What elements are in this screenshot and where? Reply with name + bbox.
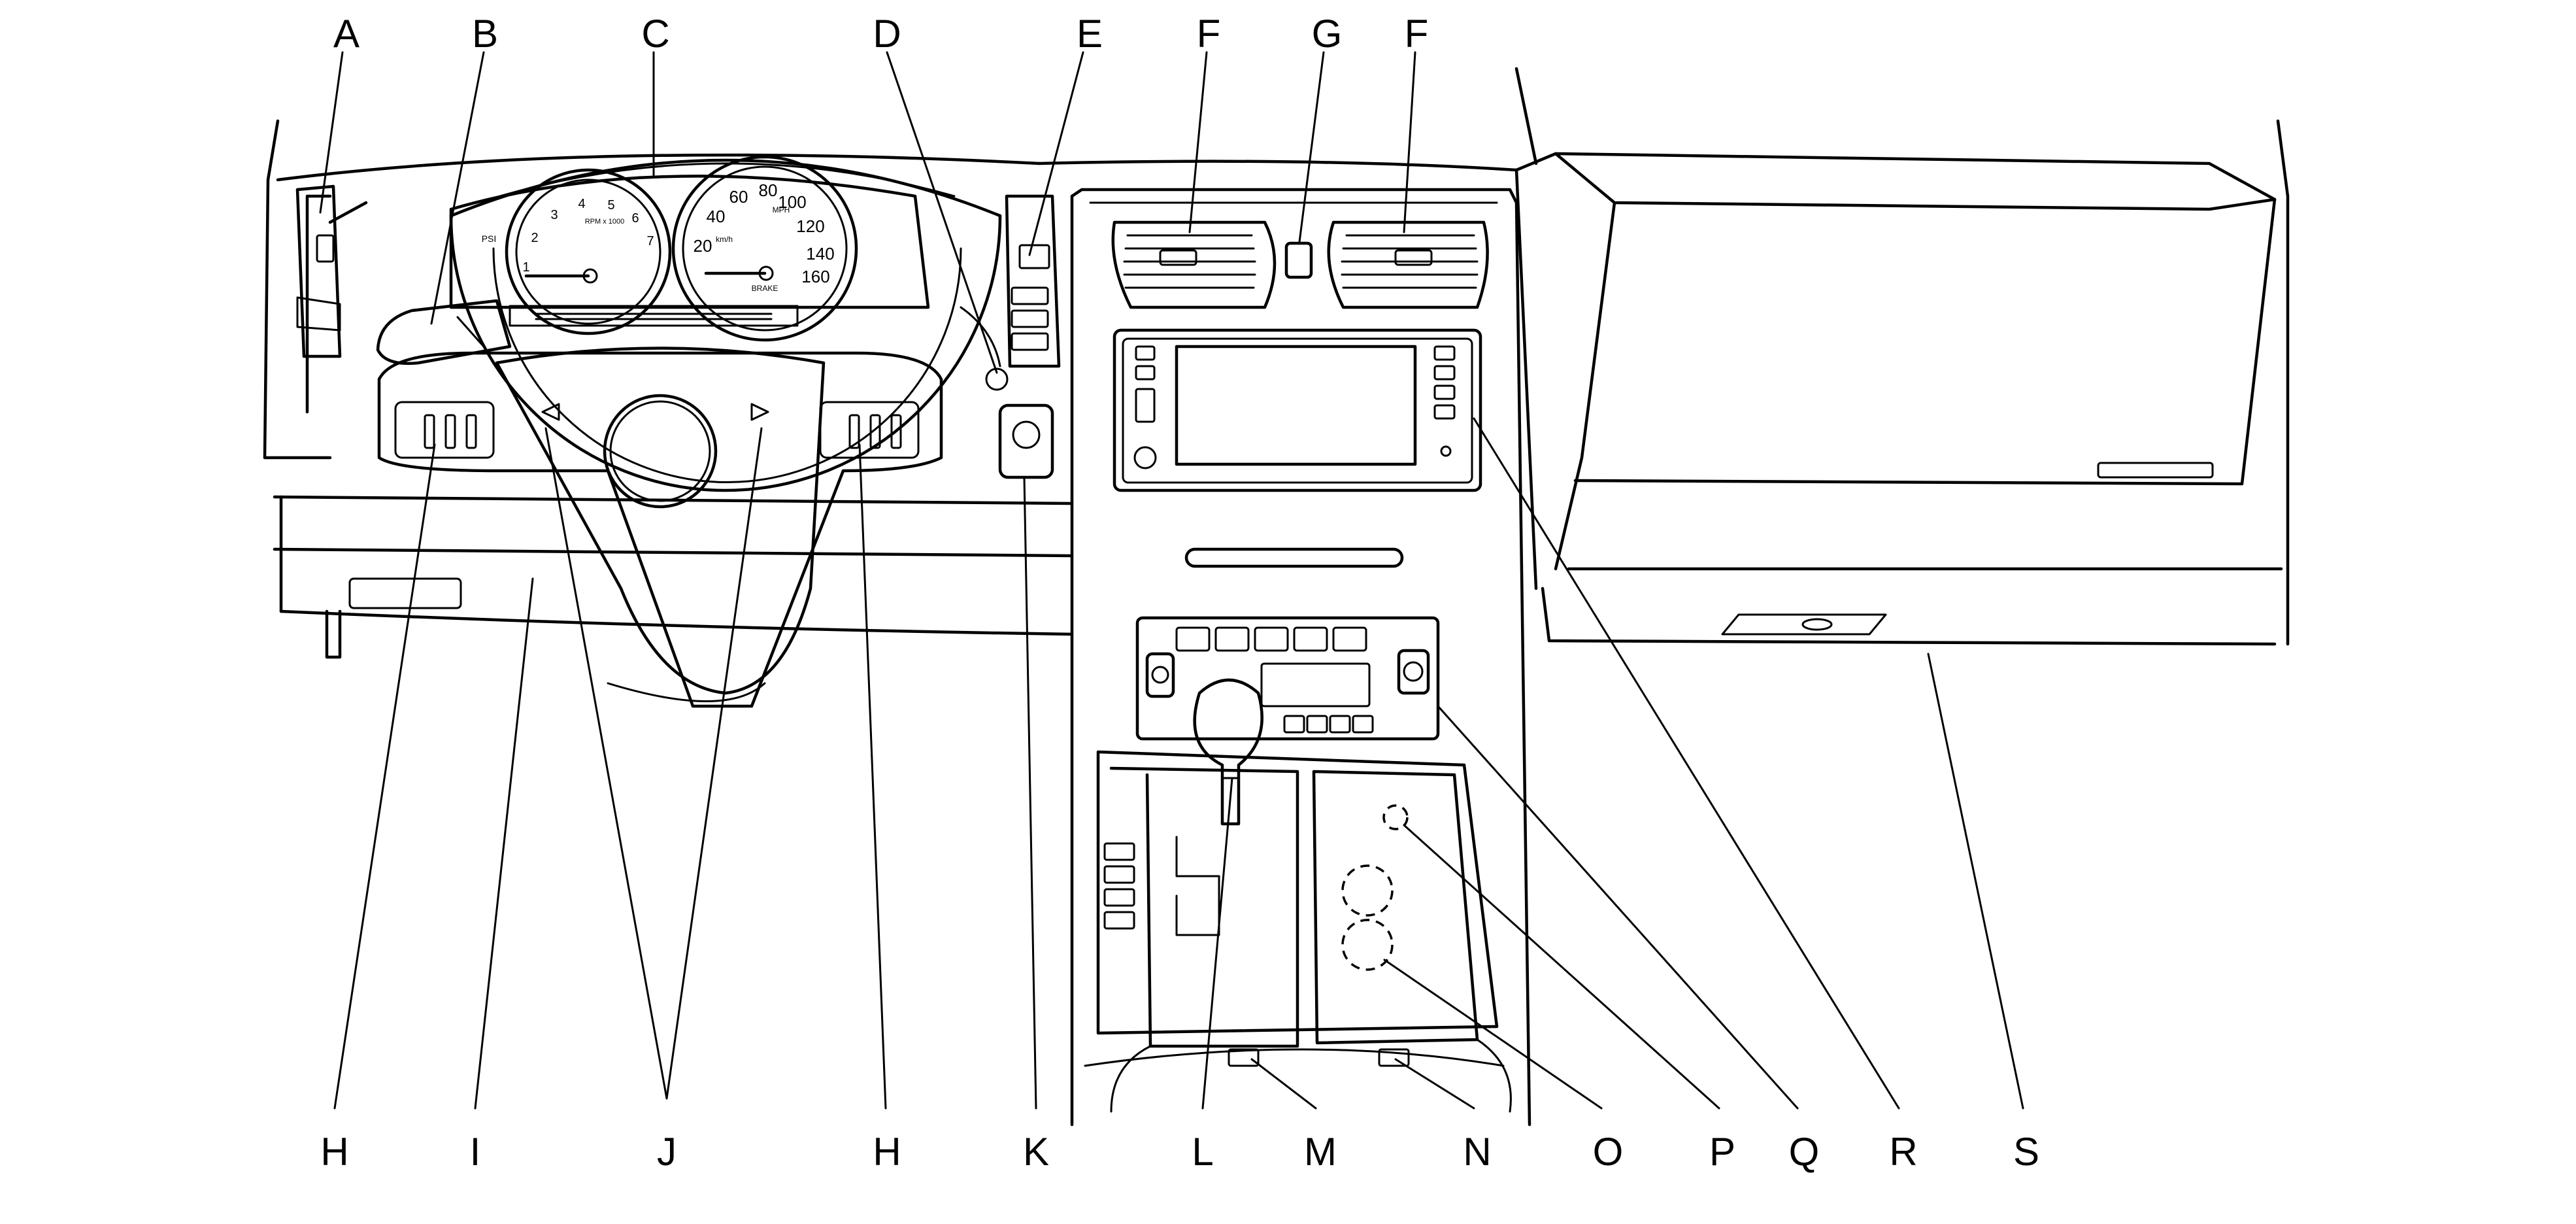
vent-right — [1327, 220, 1489, 309]
callout-l: L — [1192, 1130, 1213, 1174]
leader-lines — [319, 51, 2024, 1110]
brake-warning-text: BRAKE — [752, 284, 778, 293]
callout-q: Q — [1789, 1130, 1820, 1174]
speedo-tick-80: 80 — [759, 180, 778, 200]
tach-tick-1: 1 — [522, 260, 529, 275]
callout-a: A — [333, 12, 360, 56]
callout-e: E — [1077, 12, 1103, 56]
callout-o: O — [1593, 1130, 1624, 1174]
speedometer: 20 40 60 80 100 120 140 160 MPH km/h BRA… — [671, 155, 858, 342]
vent-left — [1111, 220, 1277, 309]
speedo-unit-kmh: km/h — [716, 235, 733, 244]
speedo-tick-60: 60 — [729, 187, 748, 207]
speedo-tick-100: 100 — [778, 192, 806, 212]
speedo-tick-20: 20 — [694, 236, 712, 256]
speedo-tick-140: 140 — [806, 244, 834, 264]
callout-i: I — [470, 1130, 481, 1174]
callout-h-left: H — [320, 1130, 348, 1174]
speedo-tick-160: 160 — [801, 267, 829, 286]
tach-tick-6: 6 — [631, 211, 639, 226]
callout-labels-bottom: H I J H K L M N O P Q R S — [320, 1130, 2039, 1174]
tach-unit: RPM x 1000 — [585, 218, 625, 226]
center-console — [1084, 678, 1512, 1113]
callout-r: R — [1889, 1130, 1917, 1174]
callout-m: M — [1304, 1130, 1337, 1174]
tach-tick-4: 4 — [578, 197, 585, 211]
callout-g: G — [1312, 12, 1343, 56]
climate-control-panel — [1135, 616, 1440, 741]
tachometer: 1 2 3 4 5 6 7 RPM x 1000 — [505, 168, 672, 335]
speedo-unit-mph: MPH — [773, 205, 790, 214]
speedo-tick-120: 120 — [796, 216, 824, 236]
navigation-radio — [1112, 328, 1482, 492]
dashboard-outline — [263, 67, 2290, 659]
cd-slot — [1184, 547, 1404, 568]
callout-d: D — [873, 12, 901, 56]
tach-tick-5: 5 — [607, 198, 614, 212]
center-stack — [1070, 188, 1531, 1127]
tach-tick-2: 2 — [531, 231, 538, 245]
steering-wheel — [377, 158, 1002, 708]
callout-f-left: F — [1197, 12, 1221, 56]
left-switch-panel — [295, 184, 342, 358]
tach-tick-3: 3 — [550, 208, 558, 222]
callout-b: B — [472, 12, 498, 56]
callout-h-right: H — [873, 1130, 901, 1174]
turn-signal-stalk — [296, 296, 1009, 391]
callout-n: N — [1463, 1130, 1491, 1174]
callout-j: J — [657, 1130, 677, 1174]
psi-label: PSI — [482, 233, 497, 244]
instrument-cluster: 1 2 3 4 5 6 7 RPM x 1000 20 40 60 80 100… — [449, 155, 930, 342]
callout-c: C — [641, 12, 669, 56]
callout-p: P — [1709, 1130, 1735, 1174]
callout-labels-top: A B C D E F G F — [333, 12, 1428, 56]
hazard-button — [1284, 241, 1313, 279]
tach-tick-7: 7 — [646, 234, 654, 248]
callout-s: S — [2013, 1130, 2039, 1174]
right-switch-panel — [998, 194, 1061, 479]
speedo-tick-40: 40 — [707, 207, 726, 226]
callout-f-right: F — [1405, 12, 1429, 56]
callout-k: K — [1023, 1130, 1049, 1174]
